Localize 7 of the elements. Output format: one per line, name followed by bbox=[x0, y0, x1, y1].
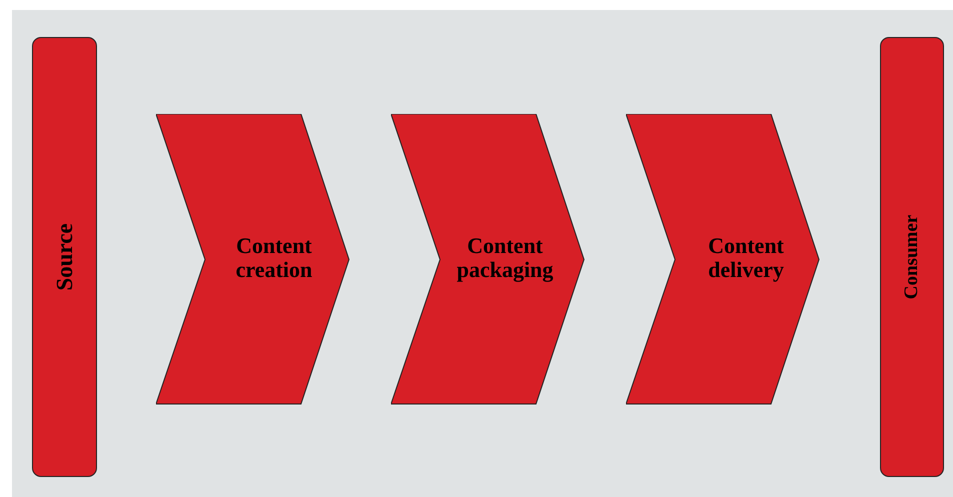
bar-label: Consumer bbox=[901, 214, 923, 300]
step-label: Content packaging bbox=[456, 234, 554, 282]
vertical-bar bbox=[880, 37, 944, 477]
step-label: Content creation bbox=[234, 234, 314, 282]
vertical-bar bbox=[32, 37, 97, 477]
bar-label: Source bbox=[52, 223, 78, 291]
step-label: Content delivery bbox=[707, 234, 785, 282]
